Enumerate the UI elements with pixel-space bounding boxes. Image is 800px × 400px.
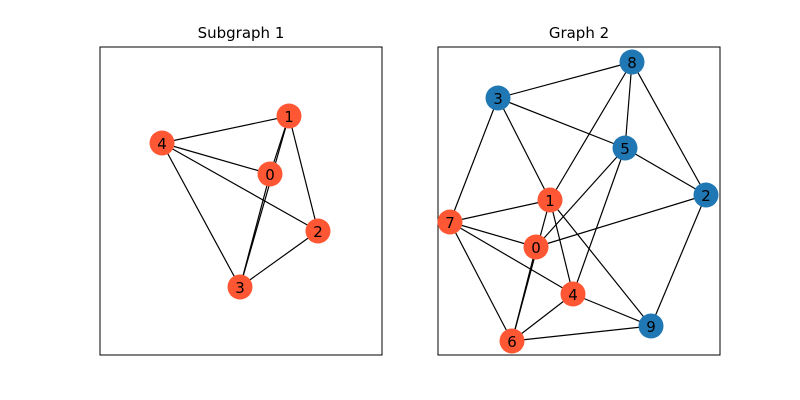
node-label-5: 5 xyxy=(620,140,630,158)
edge-1-9 xyxy=(549,199,652,327)
edge-7-6 xyxy=(449,221,513,342)
graph-2-title: Graph 2 xyxy=(549,24,609,42)
subgraph-1-frame xyxy=(99,46,383,356)
node-label-0: 0 xyxy=(531,239,541,257)
graph-2-frame xyxy=(437,46,721,356)
graph-2-nodes: 0 1 2 3 4 5 6 7 8 9 xyxy=(437,49,719,354)
edge-0-6 xyxy=(511,246,537,342)
node-8 xyxy=(619,49,645,75)
edge-1-4 xyxy=(549,199,574,295)
node-4 xyxy=(149,130,175,156)
edge-4-0 xyxy=(161,142,271,175)
graph-2-panel: Graph 2 0 1 2 3 4 5 6 7 8 9 xyxy=(437,24,721,356)
edge-5-2 xyxy=(624,147,707,196)
node-label-2: 2 xyxy=(701,187,711,205)
node-1 xyxy=(276,103,302,129)
edge-3-8 xyxy=(497,61,633,99)
edge-1-2 xyxy=(288,115,319,232)
edge-8-1 xyxy=(549,61,633,201)
node-3 xyxy=(485,85,511,111)
edge-4-1 xyxy=(161,115,290,144)
edge-5-0 xyxy=(535,147,626,248)
graph-2-edges xyxy=(449,61,707,342)
node-9 xyxy=(638,313,664,339)
edge-3-1 xyxy=(497,97,551,201)
edge-3-2 xyxy=(239,230,319,288)
node-0 xyxy=(523,234,549,260)
node-3 xyxy=(227,274,253,300)
node-label-2: 2 xyxy=(313,223,323,241)
node-4 xyxy=(560,281,586,307)
edge-4-3 xyxy=(161,142,241,288)
edge-7-4 xyxy=(449,221,574,295)
edge-3-7 xyxy=(449,97,499,223)
node-6 xyxy=(499,328,525,354)
edge-8-5 xyxy=(624,61,633,149)
edge-5-4 xyxy=(572,147,626,295)
node-7 xyxy=(437,209,463,235)
node-label-9: 9 xyxy=(646,318,656,336)
edge-1-7 xyxy=(449,199,551,223)
node-label-6: 6 xyxy=(507,333,517,351)
edge-4-2 xyxy=(161,142,319,232)
edge-4-6 xyxy=(511,293,574,342)
node-label-7: 7 xyxy=(445,214,455,232)
node-2 xyxy=(693,182,719,208)
edge-6-9 xyxy=(511,325,652,342)
node-label-4: 4 xyxy=(568,286,578,304)
node-label-3: 3 xyxy=(493,90,503,108)
subgraph-1-edges xyxy=(161,115,319,288)
subgraph-1-nodes: 0 1 2 3 4 xyxy=(149,103,331,300)
subgraph-1-panel: Subgraph 1 0 1 2 3 4 xyxy=(99,24,383,356)
edge-7-0 xyxy=(449,221,537,248)
edge-2-9 xyxy=(650,194,707,327)
edge-4-9 xyxy=(572,293,652,327)
node-label-1: 1 xyxy=(284,108,294,126)
node-label-8: 8 xyxy=(627,54,637,72)
node-5 xyxy=(612,135,638,161)
node-1 xyxy=(537,187,563,213)
node-2 xyxy=(305,218,331,244)
edge-3-5 xyxy=(497,97,626,149)
node-0 xyxy=(257,161,283,187)
node-label-4: 4 xyxy=(157,135,167,153)
edge-2-0 xyxy=(535,194,707,248)
edge-0-3 xyxy=(239,173,271,288)
edge-8-2 xyxy=(631,61,707,196)
node-label-3: 3 xyxy=(235,279,245,297)
subgraph-1-title: Subgraph 1 xyxy=(198,24,285,42)
node-label-0: 0 xyxy=(265,166,275,184)
node-label-1: 1 xyxy=(545,192,555,210)
